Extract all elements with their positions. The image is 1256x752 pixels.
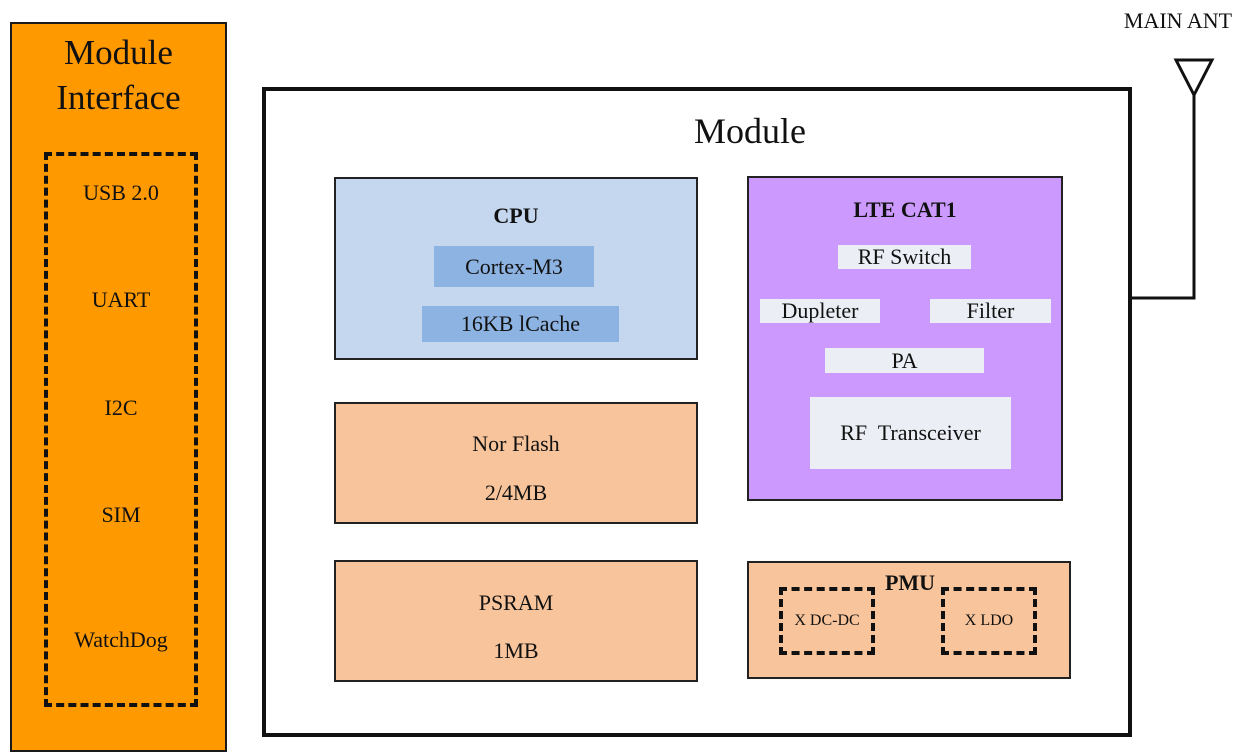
interface-item-sim: SIM — [101, 502, 141, 527]
nor-flash-size: 2/4MB — [484, 480, 548, 505]
dupleter-box: Dupleter — [760, 298, 880, 323]
interface-item-usb: USB 2.0 — [83, 180, 159, 205]
nor-flash-label: Nor Flash — [472, 431, 560, 456]
pmu-block — [747, 561, 1071, 679]
interface-item-i2c: I2C — [104, 395, 138, 420]
lte-title: LTE CAT1 — [853, 197, 957, 222]
pmu-ldo-box: X LDO — [941, 587, 1037, 655]
module-title: Module — [694, 111, 806, 151]
interface-item-uart: UART — [91, 287, 151, 312]
module-box — [262, 87, 1132, 737]
pa-box: PA — [825, 348, 984, 373]
interface-list-box — [44, 152, 198, 707]
filter-box: Filter — [930, 298, 1051, 323]
antenna-icon — [1132, 58, 1215, 300]
antenna-triangle — [1173, 58, 1215, 99]
psram-label: PSRAM — [478, 590, 554, 615]
cpu-title: CPU — [493, 203, 539, 228]
psram-block — [334, 560, 698, 682]
nor-flash-block — [334, 402, 698, 524]
interface-item-watchdog: WatchDog — [74, 627, 168, 652]
module-interface-title: Module Interface — [10, 30, 227, 120]
rf-transceiver-box: RF Transceiver — [810, 397, 1011, 469]
rf-switch-box: RF Switch — [838, 244, 971, 269]
psram-size: 1MB — [493, 638, 539, 663]
antenna-feed-line — [1132, 95, 1196, 300]
module-interface-title-line1: Module — [64, 33, 173, 72]
cpu-cache-box: 16KB lCache — [422, 306, 619, 342]
pmu-dcdc-box: X DC-DC — [779, 587, 875, 655]
cpu-core-box: Cortex-M3 — [434, 246, 594, 287]
antenna-label: MAIN ANT — [1123, 8, 1233, 33]
pmu-title: PMU — [884, 570, 936, 595]
module-interface-title-line2: Interface — [56, 78, 181, 117]
